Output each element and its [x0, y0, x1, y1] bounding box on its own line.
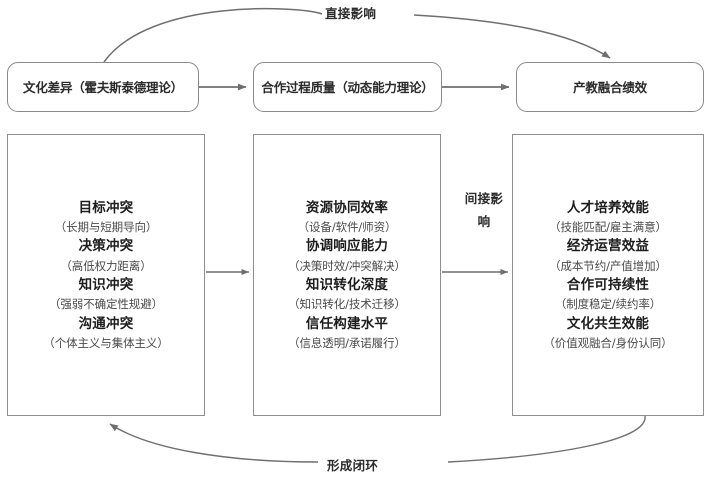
factor-title: 资源协同效率: [305, 199, 389, 216]
factor-title: 决策冲突: [78, 238, 134, 255]
factor-subtitle: （设备/软件/师资）: [297, 219, 397, 234]
factor-item: 合作可持续性 （制度稳定/续约率）: [555, 275, 661, 314]
box-cultural-difference-label: 文化差异（霍夫斯泰德理论）: [23, 79, 183, 95]
label-closed-loop: 形成闭环: [327, 458, 379, 473]
factor-subtitle: （高低权力距离）: [60, 258, 152, 273]
column-conflict-factors[interactable]: 目标冲突 （长期与短期导向） 决策冲突 （高低权力距离） 知识冲突 （强弱不确定…: [7, 134, 205, 416]
factor-subtitle: （强弱不确定性规避）: [49, 297, 163, 312]
factor-subtitle: （个体主义与集体主义）: [43, 335, 169, 350]
box-cooperation-quality[interactable]: 合作过程质量（动态能力理论）: [253, 62, 442, 112]
factor-title: 沟通冲突: [78, 315, 134, 332]
arrow-direct-influence-tail: [413, 14, 611, 59]
factor-item: 目标冲突 （长期与短期导向）: [55, 198, 158, 237]
factor-item: 知识冲突 （强弱不确定性规避）: [49, 275, 163, 314]
column-outcome-factors[interactable]: 人才培养效能 （技能匹配/雇主满意） 经济运营效益 （成本节约/产值增加） 合作…: [512, 134, 704, 416]
factor-title: 知识冲突: [78, 277, 134, 293]
factor-item: 知识转化深度 （知识转化/技术迁移）: [288, 275, 406, 314]
factor-title: 信任构建水平: [305, 315, 389, 332]
factor-subtitle: （长期与短期导向）: [54, 219, 158, 234]
factor-title: 目标冲突: [78, 199, 134, 216]
factor-title: 合作可持续性: [566, 277, 650, 293]
factor-title: 知识转化深度: [305, 277, 389, 293]
box-integration-performance[interactable]: 产教融合绩效: [516, 62, 704, 112]
factor-item: 决策冲突 （高低权力距离）: [60, 236, 151, 275]
factor-subtitle: （制度稳定/续约率）: [554, 297, 662, 312]
box-cultural-difference[interactable]: 文化差异（霍夫斯泰德理论）: [7, 62, 199, 112]
arrow-closed-loop-right: [447, 415, 646, 463]
factor-item: 沟通冲突 （个体主义与集体主义）: [43, 314, 169, 353]
factor-title: 协调响应能力: [305, 238, 389, 255]
factor-title: 经济运营效益: [566, 238, 650, 255]
column-process-factors[interactable]: 资源协同效率 （设备/软件/师资） 协调响应能力 （决策时效/冲突解决） 知识转…: [253, 134, 441, 416]
factor-item: 信任构建水平 （信息透明/承诺履行）: [288, 314, 406, 353]
factor-item: 协调响应能力 （决策时效/冲突解决）: [288, 236, 406, 275]
factor-subtitle: （决策时效/冲突解决）: [288, 258, 406, 273]
label-indirect-influence: 间接影响: [464, 191, 504, 230]
factor-item: 资源协同效率 （设备/软件/师资）: [298, 198, 397, 237]
factor-subtitle: （成本节约/产值增加）: [549, 258, 667, 273]
factor-subtitle: （技能匹配/雇主满意）: [549, 219, 667, 234]
arrow-closed-loop-left: [109, 423, 319, 463]
factor-title: 文化共生效能: [566, 315, 650, 332]
label-direct-influence: 直接影响: [325, 6, 377, 21]
factor-subtitle: （知识转化/技术迁移）: [288, 297, 406, 312]
box-cooperation-quality-label: 合作过程质量（动态能力理论）: [261, 79, 434, 95]
factor-item: 人才培养效能 （技能匹配/雇主满意）: [549, 198, 667, 237]
factor-item: 经济运营效益 （成本节约/产值增加）: [549, 236, 667, 275]
factor-item: 文化共生效能 （价值观融合/身份认同）: [543, 314, 672, 353]
factor-subtitle: （价值观融合/身份认同）: [543, 335, 673, 350]
box-integration-performance-label: 产教融合绩效: [573, 79, 647, 95]
factor-subtitle: （信息透明/承诺履行）: [288, 335, 406, 350]
arrow-direct-influence: [103, 7, 323, 63]
factor-title: 人才培养效能: [566, 199, 650, 216]
